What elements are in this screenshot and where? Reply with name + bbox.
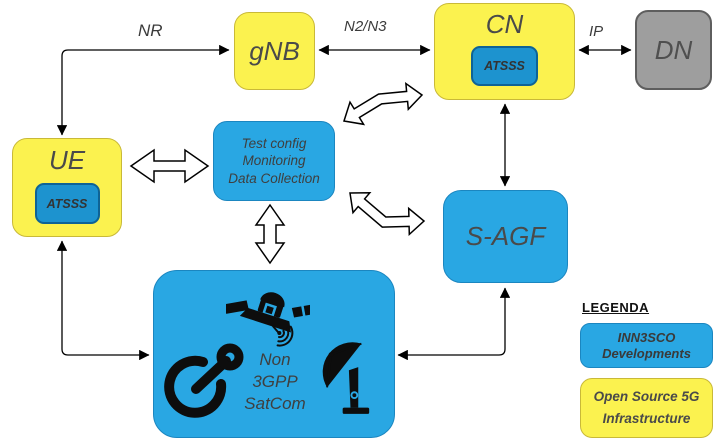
cn-label: CN bbox=[485, 9, 524, 39]
satcom-label: Non 3GPP SatCom bbox=[154, 349, 396, 415]
edge-ue-gnb bbox=[56, 44, 230, 136]
node-gnb[interactable]: gNB bbox=[234, 12, 315, 90]
legend-yellow-line1: Open Source 5G bbox=[593, 389, 700, 404]
legend-blue-line2: Developments bbox=[602, 345, 691, 361]
satcom-line3: SatCom bbox=[244, 394, 306, 413]
edge-label-n2-n3: N2/N3 bbox=[344, 18, 387, 35]
dn-label: DN bbox=[654, 34, 693, 65]
cn-atsss-badge[interactable]: ATSSS bbox=[471, 46, 538, 86]
ue-atsss-badge[interactable]: ATSSS bbox=[34, 183, 100, 224]
test-config-line1: Test config bbox=[241, 135, 307, 151]
edge-label-nr: NR bbox=[138, 21, 163, 40]
legend-item-inn3sco-developments: INN3SCO Developments bbox=[580, 323, 713, 368]
satcom-line1: Non bbox=[259, 350, 291, 369]
sagf-label: S-AGF bbox=[465, 221, 546, 251]
legend-item-open-source-5g: Open Source 5G Infrastructure bbox=[580, 378, 713, 438]
node-satcom[interactable]: Non 3GPP SatCom bbox=[153, 270, 395, 438]
node-dn[interactable]: DN bbox=[635, 10, 712, 90]
hollow-arrow-testconfig-satcom bbox=[254, 203, 286, 265]
node-test-config[interactable]: Test config Monitoring Data Collection bbox=[213, 121, 335, 201]
edge-label-ip: IP bbox=[589, 23, 604, 40]
edge-satcom-sagf bbox=[397, 287, 511, 361]
radar-dish-icon bbox=[322, 342, 370, 414]
satcom-line2: 3GPP bbox=[252, 372, 298, 391]
satellite-dish-icon bbox=[164, 343, 244, 418]
legend-blue-line1: INN3SCO bbox=[617, 329, 676, 345]
node-ue[interactable]: UE ATSSS bbox=[12, 138, 122, 237]
node-sagf[interactable]: S-AGF bbox=[443, 190, 568, 283]
hollow-arrow-testconfig-cn bbox=[343, 81, 424, 126]
satellite-icon bbox=[226, 292, 310, 347]
hollow-arrow-ue-testconfig bbox=[129, 148, 210, 184]
ue-label: UE bbox=[48, 145, 86, 175]
hollow-arrow-testconfig-sagf bbox=[349, 192, 426, 237]
legend-title: LEGENDA bbox=[582, 300, 650, 315]
node-cn[interactable]: CN ATSSS bbox=[434, 3, 575, 100]
gnb-label: gNB bbox=[249, 35, 300, 66]
test-config-line2: Monitoring bbox=[242, 153, 306, 169]
legend-yellow-line2: Infrastructure bbox=[602, 411, 691, 426]
edge-ue-satcom bbox=[56, 240, 150, 361]
test-config-line3: Data Collection bbox=[228, 170, 320, 186]
